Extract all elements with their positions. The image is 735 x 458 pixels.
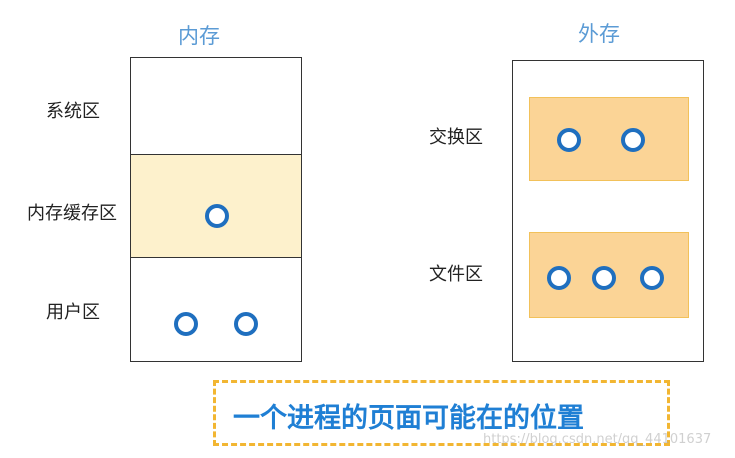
page-dot (621, 128, 645, 152)
page-dot (234, 312, 258, 336)
page-dot (547, 266, 571, 290)
memory-title: 内存 (178, 24, 220, 48)
memory-user-label: 用户区 (46, 302, 100, 323)
storage-box (512, 60, 704, 362)
memory-box (130, 57, 302, 362)
caption-text: 一个进程的页面可能在的位置 (233, 403, 584, 434)
swap-region (529, 97, 689, 181)
memory-cache-label: 内存缓存区 (27, 203, 117, 224)
page-dot (640, 266, 664, 290)
memory-system-label: 系统区 (46, 101, 100, 122)
file-label: 文件区 (429, 264, 483, 285)
page-dot (592, 266, 616, 290)
page-dot (174, 312, 198, 336)
page-dot (205, 204, 229, 228)
swap-label: 交换区 (429, 127, 483, 148)
page-dot (557, 128, 581, 152)
storage-title: 外存 (578, 22, 620, 46)
caption-box (213, 380, 670, 446)
watermark: https://blog.csdn.net/qq_44101637 (483, 432, 712, 447)
